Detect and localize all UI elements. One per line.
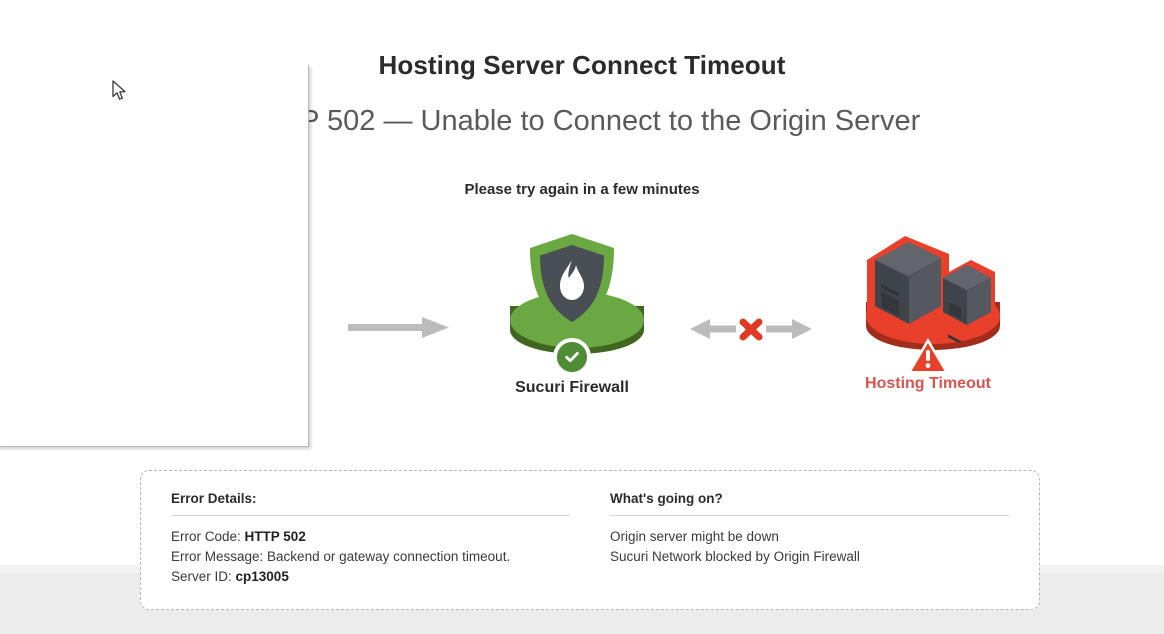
server-stack-disc-icon [838, 228, 1018, 374]
flow-node-label: Sucuri Firewall [515, 379, 629, 396]
error-message-label: Error Message: [171, 549, 264, 564]
arrow-right-icon [348, 314, 450, 345]
left-white-panel [0, 65, 309, 447]
warning-badge-icon [905, 336, 951, 378]
mouse-pointer [112, 80, 128, 102]
error-message-row: Error Message: Backend or gateway connec… [171, 547, 570, 567]
page-title: Hosting Server Connect Timeout [378, 50, 786, 80]
flow-node-firewall: Sucuri Firewall [482, 232, 662, 397]
error-details-column: Error Details: Error Code: HTTP 502 Erro… [171, 491, 570, 587]
server-towers-icon [853, 230, 1003, 342]
cause-item: Origin server might be down [610, 529, 779, 544]
error-code-value: HTTP 502 [244, 529, 306, 544]
error-details-heading: Error Details: [171, 491, 570, 516]
server-id-label: Server ID: [171, 569, 232, 584]
server-id-row: Server ID: cp13005 [171, 567, 570, 587]
server-id-value: cp13005 [235, 569, 289, 584]
error-details-panel: Error Details: Error Code: HTTP 502 Erro… [140, 470, 1040, 610]
blocked-arrows-icon [690, 314, 812, 349]
check-badge-icon [553, 338, 591, 376]
retry-message: Please try again in a few minutes [464, 181, 700, 198]
error-message-value: Backend or gateway connection timeout. [267, 549, 511, 564]
flow-node-hosting: Hosting Timeout [838, 228, 1018, 393]
cause-item: Sucuri Network blocked by Origin Firewal… [610, 549, 860, 564]
error-code-row: Error Code: HTTP 502 [171, 527, 570, 547]
shield-icon [526, 232, 618, 336]
shield-flame-disc-icon [482, 232, 662, 376]
whats-going-on-column: What's going on? Origin server might be … [610, 491, 1009, 587]
flow-node-label: Hosting Timeout [865, 375, 991, 392]
error-code-label: Error Code: [171, 529, 241, 544]
whats-going-on-heading: What's going on? [610, 491, 1009, 516]
page-subtitle: HTTP 502 — Unable to Connect to the Orig… [243, 105, 921, 137]
